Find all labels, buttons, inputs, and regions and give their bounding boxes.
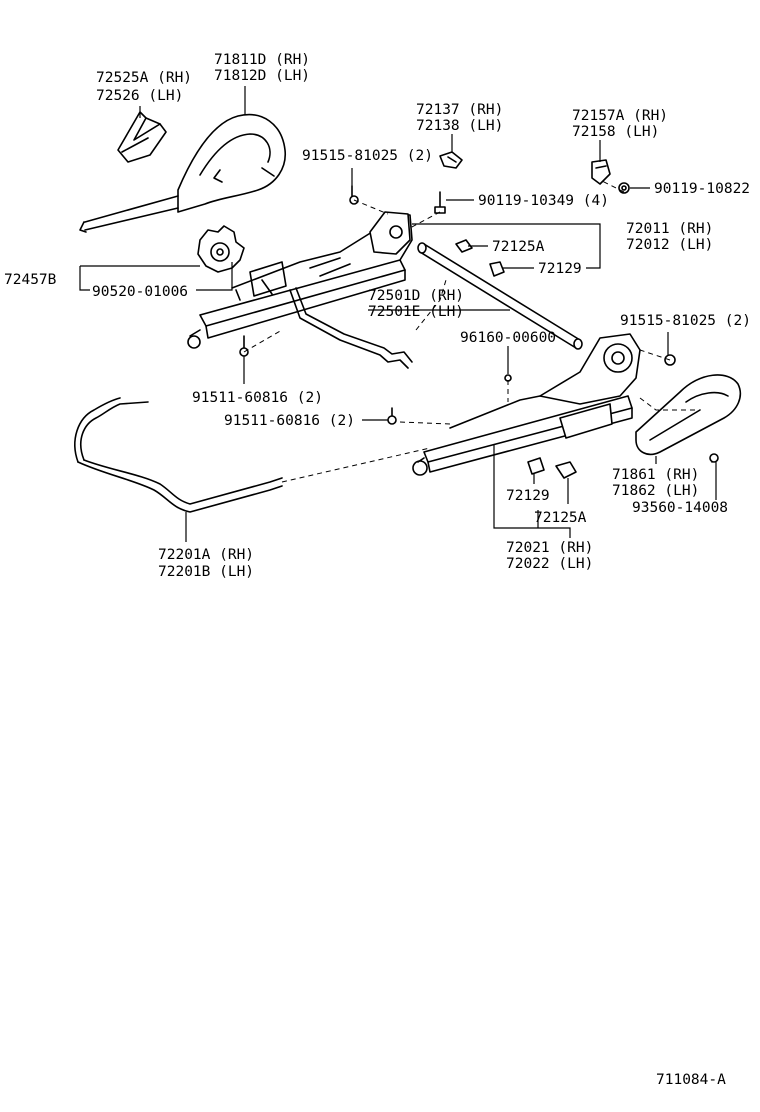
bolt-91511-b: [387, 407, 397, 425]
screw-93560: [709, 453, 719, 463]
label-72526: 72526 (LH): [96, 88, 183, 104]
recliner-knob: [197, 225, 245, 273]
recliner-cover-upper-left: [79, 113, 286, 233]
label-91511-b: 91511-60816 (2): [224, 413, 355, 429]
clip-72129-bottom: [527, 457, 545, 475]
label-71812D: 71812D (LH): [214, 68, 310, 84]
leader-72011: [412, 223, 601, 269]
label-72157A: 72157A (RH): [572, 108, 668, 124]
dash-7: [243, 329, 283, 353]
cross-tube: [417, 242, 583, 350]
dash-1: [353, 199, 389, 215]
label-91515-right: 91515-81025 (2): [620, 313, 751, 329]
label-72501E: 72501E (LH): [368, 304, 464, 320]
clip-72525A: [117, 111, 167, 163]
label-72125A-top: 72125A: [492, 239, 545, 255]
recliner-cover-right: [635, 374, 742, 456]
upper-track-left: [187, 211, 413, 349]
dash-8: [639, 349, 671, 361]
label-90119-10822: 90119-10822: [654, 181, 750, 197]
bolt-91511-a: [239, 335, 249, 357]
label-72201B: 72201B (LH): [158, 564, 254, 580]
bracket-72137: [439, 151, 463, 169]
leader-72021: [493, 444, 571, 538]
figure-id: 711084-A: [656, 1072, 726, 1088]
label-71862: 71862 (LH): [612, 483, 699, 499]
label-72525A: 72525A (RH): [96, 70, 192, 86]
label-90520: 90520-01006: [92, 284, 188, 300]
label-72011: 72011 (RH): [626, 221, 713, 237]
label-72138: 72138 (LH): [416, 118, 503, 134]
dash-4: [639, 397, 700, 411]
dash-2: [409, 211, 441, 229]
label-91515-top: 91515-81025 (2): [302, 148, 433, 164]
clip-72125A-bottom: [555, 461, 577, 479]
label-72021: 72021 (RH): [506, 540, 593, 556]
label-72501D: 72501D (RH): [368, 288, 464, 304]
label-72158: 72158 (LH): [572, 124, 659, 140]
label-72457B: 72457B: [4, 272, 57, 288]
label-93560: 93560-14008: [632, 500, 728, 516]
rod-72501D: [289, 287, 413, 369]
label-72125A-bot: 72125A: [534, 510, 587, 526]
dash-10: [415, 279, 447, 331]
label-72129-top: 72129: [538, 261, 582, 277]
dash-3: [599, 179, 625, 193]
dash-5: [399, 421, 451, 425]
leader-72457B: [79, 265, 200, 291]
label-72137: 72137 (RH): [416, 102, 503, 118]
label-90119-10349: 90119-10349 (4): [478, 193, 609, 209]
bolt-90119-10349: [434, 191, 446, 214]
adjuster-bar: [74, 397, 283, 513]
dash-6: [281, 447, 431, 483]
label-71861: 71861 (RH): [612, 467, 699, 483]
clip-72129-top: [489, 261, 505, 277]
label-96160: 96160-00600: [460, 330, 556, 346]
label-71811D: 71811D (RH): [214, 52, 310, 68]
label-72129-bot: 72129: [506, 488, 550, 504]
upper-track-right: [412, 333, 641, 476]
clip-72125A-top: [455, 239, 473, 253]
label-72022: 72022 (LH): [506, 556, 593, 572]
leader-90520: [196, 262, 233, 291]
bracket-72157A: [591, 159, 611, 185]
label-72201A: 72201A (RH): [158, 547, 254, 563]
label-91511-a: 91511-60816 (2): [192, 390, 323, 406]
label-72012: 72012 (LH): [626, 237, 713, 253]
